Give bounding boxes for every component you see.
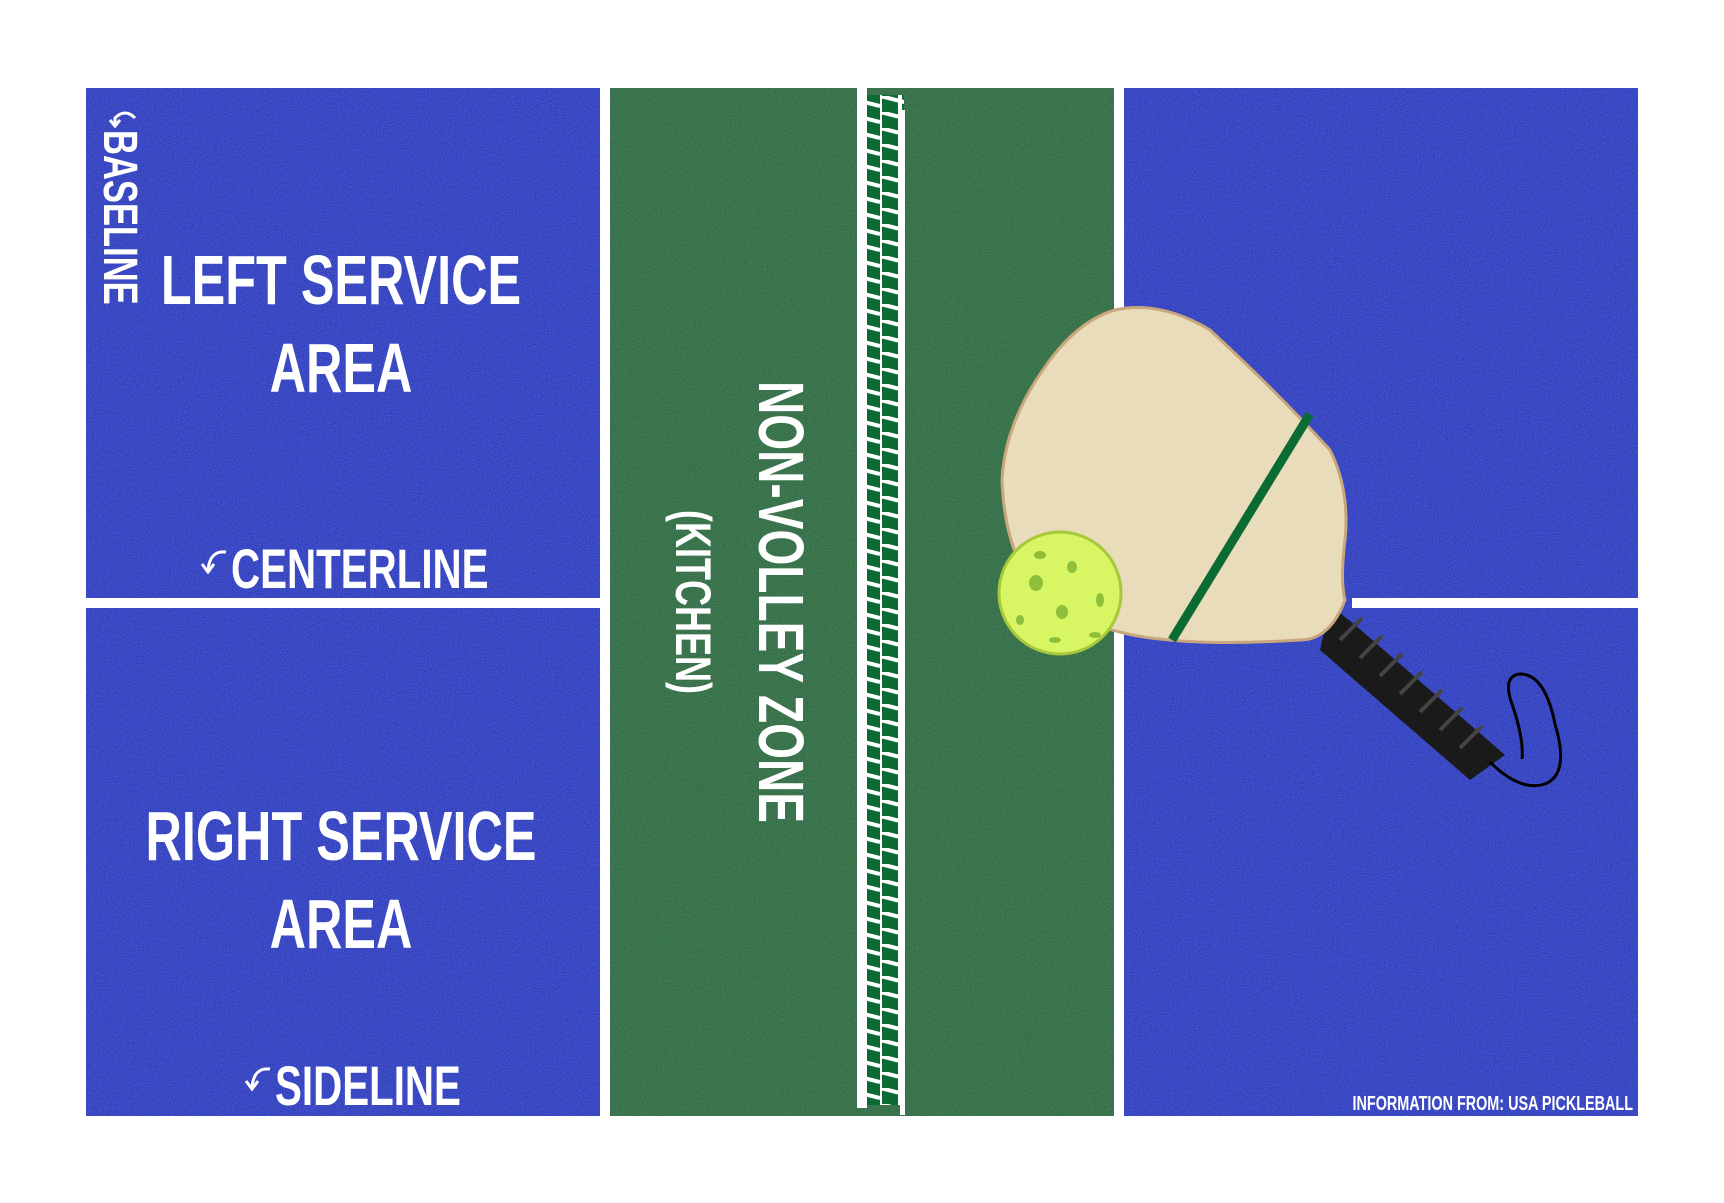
non-volley-zone-label: NON-VOLLEY ZONE: [745, 381, 816, 823]
paddle-stripe: [1168, 411, 1314, 643]
arrow-icon: [108, 111, 137, 129]
left-service-area-title: LEFT SERVICE: [161, 241, 521, 319]
net: [857, 88, 905, 1115]
right-centerline-stripe: [1352, 598, 1638, 608]
baseline-text: BASELINE: [94, 130, 148, 305]
sideline-text: SIDELINE: [275, 1056, 461, 1118]
pickleball-ball: [997, 530, 1123, 656]
centerline-label: CENTERLINE: [200, 539, 489, 601]
centerline-text: CENTERLINE: [231, 539, 489, 601]
centerline-stripe: [86, 598, 600, 608]
left-service-area-title-line2: AREA: [270, 329, 413, 407]
right-service-area-title: RIGHT SERVICE: [145, 797, 536, 875]
paddle-grip: [1320, 605, 1563, 788]
right-service-area-title-line2: AREA: [270, 885, 413, 963]
arrow-icon: [244, 1067, 271, 1092]
sideline-label: SIDELINE: [244, 1056, 461, 1118]
kitchen-label: (KITCHEN): [665, 510, 720, 694]
arrow-icon: [200, 550, 227, 575]
source-credit: INFORMATION FROM: USA PICKLEBALL: [1353, 1092, 1634, 1115]
baseline-label: BASELINE: [94, 111, 148, 305]
